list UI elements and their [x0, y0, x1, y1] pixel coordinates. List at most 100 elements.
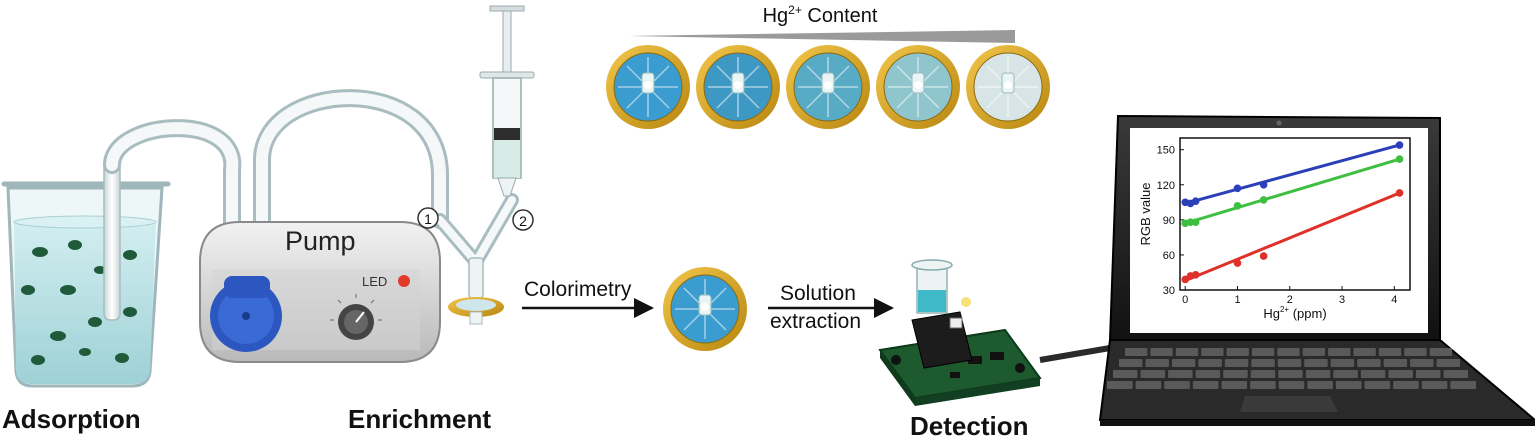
detection-device: Detection: [878, 259, 1111, 441]
data-point: [1191, 271, 1200, 279]
key: [1171, 359, 1196, 367]
extraction-label: extraction: [770, 310, 861, 333]
usb-cable: [1039, 345, 1111, 363]
x-tick-label: 2: [1287, 294, 1293, 306]
key: [1223, 370, 1248, 378]
key: [1226, 348, 1249, 356]
particles: [21, 240, 137, 365]
key: [1383, 359, 1408, 367]
label-adsorption: Adsorption: [2, 404, 141, 434]
filter-disc: [875, 44, 961, 130]
key: [1125, 348, 1148, 356]
y-connector: [433, 193, 519, 299]
data-point: [1233, 259, 1242, 267]
data-point: [1259, 252, 1268, 260]
label-detection: Detection: [910, 411, 1028, 441]
key: [1140, 370, 1166, 378]
filter-disc: [965, 44, 1051, 130]
data-point: [1233, 202, 1242, 210]
svg-text:2: 2: [519, 213, 527, 229]
data-point: [1233, 184, 1242, 193]
key: [1192, 381, 1219, 389]
data-point: [1191, 197, 1200, 205]
key: [1277, 348, 1300, 356]
key: [1436, 359, 1460, 367]
pump-head: [210, 276, 282, 352]
key: [1250, 381, 1276, 389]
content-gradient-bar: [628, 30, 1015, 43]
plot-frame: [1179, 137, 1411, 291]
hg-content-scale: Hg2+ Content: [628, 3, 1015, 43]
key: [1168, 370, 1193, 378]
key: [1175, 348, 1199, 356]
extraction-step: Solution extraction: [768, 282, 894, 333]
key: [1353, 348, 1376, 356]
key: [1450, 381, 1476, 389]
key: [1221, 381, 1248, 389]
keyboard: [1107, 348, 1476, 389]
fit-line: [1184, 191, 1401, 283]
chart-ylabel: RGB value: [1138, 183, 1153, 246]
chart-marks: [1181, 141, 1404, 284]
key: [1107, 381, 1133, 389]
key: [1145, 359, 1169, 367]
y-tick-label: 120: [1157, 180, 1175, 192]
port-2-marker: 2: [512, 209, 534, 231]
trackpad: [1240, 396, 1338, 412]
x-tick-label: 0: [1182, 294, 1188, 306]
key: [1201, 348, 1224, 356]
key: [1251, 348, 1275, 356]
key: [1278, 370, 1303, 378]
data-point: [1395, 155, 1404, 163]
key: [1410, 359, 1434, 367]
filter-disc: [605, 44, 691, 130]
key: [1119, 359, 1143, 367]
filter-disc: [695, 44, 781, 130]
key: [1429, 348, 1452, 356]
key: [1251, 359, 1275, 367]
key: [1305, 370, 1331, 378]
key: [1330, 359, 1355, 367]
key: [1364, 381, 1391, 389]
led-indicator: [398, 275, 410, 287]
colorimetry-step: Colorimetry: [522, 278, 654, 318]
y-tick-label: 60: [1163, 250, 1175, 262]
key: [1135, 381, 1162, 389]
key: [1307, 381, 1333, 389]
key: [1393, 381, 1419, 389]
key: [1328, 348, 1351, 356]
tubing: [103, 89, 449, 294]
key: [1277, 359, 1302, 367]
pump-label: Pump: [285, 226, 356, 256]
chart-xlabel: Hg2+ (ppm): [1263, 305, 1326, 321]
data-point: [1191, 218, 1200, 226]
x-tick-label: 1: [1234, 294, 1240, 306]
y-tick-label: 90: [1163, 215, 1175, 227]
key: [1304, 359, 1328, 367]
x-tick-label: 4: [1391, 294, 1397, 306]
data-point: [1186, 218, 1195, 226]
hg-content-label: Hg2+ Content: [763, 3, 878, 27]
x-tick-label: 3: [1339, 294, 1345, 306]
data-point: [1259, 196, 1268, 204]
key: [1302, 348, 1326, 356]
data-point: [1395, 141, 1404, 149]
key: [1415, 370, 1441, 378]
key: [1388, 370, 1413, 378]
key: [1250, 370, 1276, 378]
sample-filter: [662, 266, 748, 352]
filter-disc: [785, 44, 871, 130]
beaker: [1, 159, 171, 388]
key: [1357, 359, 1381, 367]
fit-line: [1184, 157, 1400, 225]
laptop: [1098, 114, 1535, 426]
key: [1164, 381, 1190, 389]
key: [1333, 370, 1358, 378]
key: [1360, 370, 1386, 378]
data-point: [1259, 180, 1268, 189]
y-tick-label: 150: [1157, 145, 1175, 157]
